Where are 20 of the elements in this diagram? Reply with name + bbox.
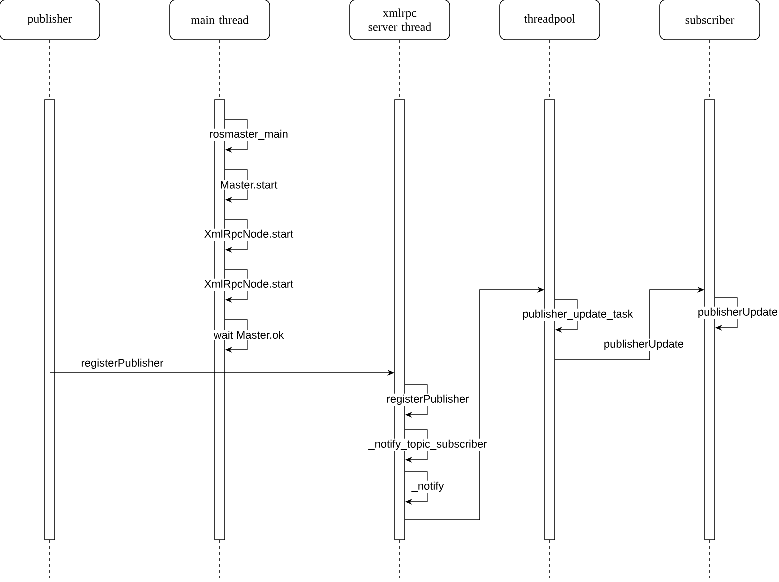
edge-label: registerPublisher bbox=[386, 394, 470, 406]
edge-label: Master.start bbox=[219, 180, 279, 190]
lifeline-header: threadpool bbox=[500, 0, 600, 40]
lifeline-header: subscriber bbox=[660, 0, 760, 40]
edge-label: rosmaster_main bbox=[208, 128, 290, 142]
lifeline-header: publisher bbox=[0, 0, 100, 40]
edge-label: registerPublisher bbox=[80, 358, 165, 370]
edge-label: publisherUpdate bbox=[602, 338, 686, 352]
lifeline-header: xmlrpc server thread bbox=[350, 0, 450, 40]
activation-bar bbox=[44, 100, 56, 540]
arrow bbox=[225, 320, 248, 354]
edge-label: publisherUpdate bbox=[696, 306, 779, 320]
lifeline-header: main thread bbox=[170, 0, 270, 40]
edge-label: _notify_topic_subscriber bbox=[368, 438, 488, 452]
edge-label: publisher_update_task bbox=[522, 308, 634, 322]
edge-label: _notify bbox=[410, 480, 446, 494]
edge-label: XmlRpcNode.start bbox=[203, 228, 295, 242]
edge-label: XmlRpcNode.start bbox=[203, 278, 295, 292]
edge-label: wait Master.ok bbox=[212, 330, 286, 340]
arrow bbox=[225, 170, 248, 204]
